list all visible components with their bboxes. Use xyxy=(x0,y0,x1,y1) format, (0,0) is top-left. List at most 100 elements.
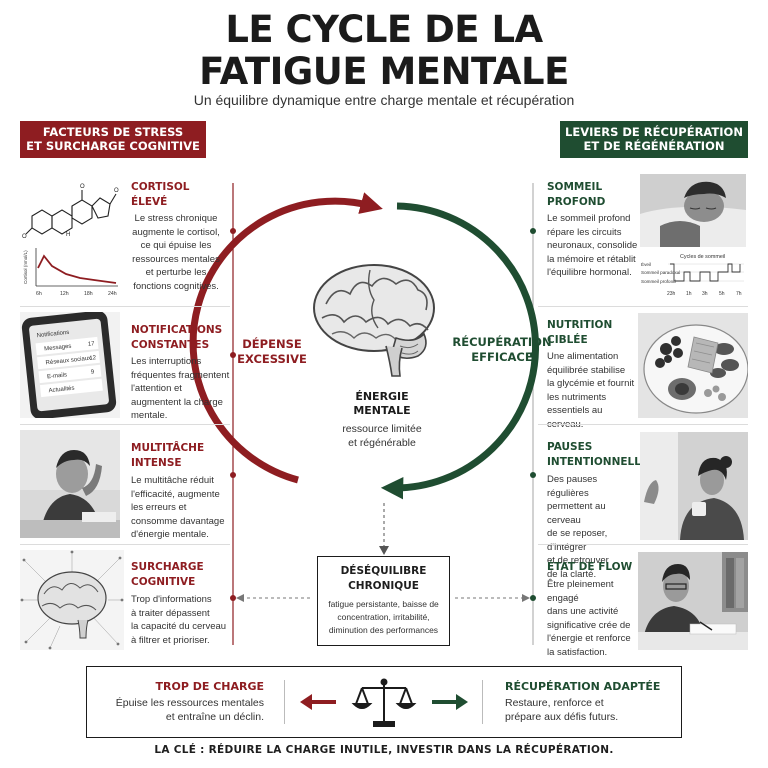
left-item-4-title: SURCHARGE COGNITIVE xyxy=(131,560,231,590)
left-item-4-text-line: à traiter dépassent xyxy=(131,607,210,619)
svg-text:O: O xyxy=(80,184,85,190)
right-header-line-1: LEVIERS DE RÉCUPÉRATION xyxy=(565,125,743,139)
cycle-right-label-line-2: EFFICACE xyxy=(471,350,533,364)
right-item-2-text-line: équilibrée stabilise xyxy=(547,364,626,376)
imbalance-text-line-3: diminution des performances xyxy=(328,625,439,635)
right-item-3-title: PAUSES INTENTIONNELLES xyxy=(547,440,656,470)
right-arrow-icon xyxy=(432,694,468,710)
bottom-left-text-line: Épuise les ressources mentales xyxy=(115,697,264,709)
center-subtitle: ressource limitée et régénérable xyxy=(310,422,454,450)
left-item-3-text-line: Le multitâche réduit xyxy=(131,475,214,486)
imbalance-box xyxy=(317,556,450,646)
left-item-1-text: Le stress chronique augmente le cortisol… xyxy=(124,212,228,293)
cortisol-chart-xtick: 6h xyxy=(36,291,42,297)
right-item-4-text-line: dans une activité xyxy=(547,606,619,617)
left-item-3-text: Le multitâche réduit l'efficacité, augme… xyxy=(131,474,231,542)
imbalance-title: DÉSÉQUILIBRE CHRONIQUE xyxy=(320,564,447,594)
left-item-1-text-line: augmente le cortisol, xyxy=(132,226,220,238)
right-item-3-text-line: Des pauses régulières xyxy=(547,474,598,499)
phone-row: Messages xyxy=(44,344,72,353)
left-arrow-icon xyxy=(300,694,336,710)
left-header-line-2: ET SURCHARGE COGNITIVE xyxy=(26,139,200,153)
footer-key-message: LA CLÉ : RÉDUIRE LA CHARGE INUTILE, INVE… xyxy=(154,744,614,756)
right-item-3-text-line: et de retrouver xyxy=(547,555,609,566)
left-item-4-text-line: la capacité du cerveau xyxy=(131,621,227,632)
left-item-1-text-line: ressources mentales xyxy=(132,253,220,265)
sleep-cycle-chart: Cycles de sommeil Éveil Sommeil paradoxa… xyxy=(640,250,746,300)
right-item-2-title-line-2: CIBLÉE xyxy=(547,334,588,346)
left-item-4-title-line-2: COGNITIVE xyxy=(131,576,196,588)
sleep-chart-title: Cycles de sommeil xyxy=(680,254,725,260)
right-item-1-title-line-1: SOMMEIL xyxy=(547,181,603,193)
right-item-1-text: Le sommeil profond répare les circuits n… xyxy=(547,212,639,280)
right-item-4-text-line: Être pleinement engagé xyxy=(547,579,614,604)
svg-text:H: H xyxy=(66,232,70,238)
left-item-4-text: Trop d'informations à traiter dépassent … xyxy=(131,593,231,647)
imbalance-text: fatigue persistante, baisse de concentra… xyxy=(320,598,447,637)
stressed-man-photo xyxy=(20,430,120,538)
right-item-2-text-line: Une alimentation xyxy=(547,351,619,362)
right-item-4-text-line: l'énergie et renforce xyxy=(547,633,631,644)
right-item-1-text-line: Le sommeil profond xyxy=(547,213,631,224)
phone-header: Notifications xyxy=(37,330,70,339)
left-divider xyxy=(20,544,230,545)
bottom-right-text: Restaure, renforce et prépare aux défis … xyxy=(505,696,675,724)
bottom-left-title: TROP DE CHARGE xyxy=(155,680,265,693)
left-divider xyxy=(20,424,230,425)
right-line-dots xyxy=(530,228,536,601)
left-item-3-text-line: les erreurs et xyxy=(131,502,187,513)
right-item-1-text-line: la mémoire et rétablit xyxy=(547,253,636,265)
left-header-line-1: FACTEURS DE STRESS xyxy=(42,125,184,139)
brain-icon xyxy=(308,256,446,380)
svg-text:O: O xyxy=(114,188,119,194)
bottom-divider-right xyxy=(482,680,483,724)
left-item-3-text-line: consomme davantage xyxy=(131,515,225,527)
right-item-2-text-line: les nutriments xyxy=(547,391,607,403)
phone-row: Actualités xyxy=(48,386,75,395)
left-divider xyxy=(20,306,230,307)
right-item-2-title: NUTRITION CIBLÉE xyxy=(547,318,637,348)
cycle-left-label-line-2: EXCESSIVE xyxy=(237,352,307,366)
imbalance-title-line-2: CHRONIQUE xyxy=(348,580,419,592)
left-item-4-text-line: à filtrer et prioriser. xyxy=(131,634,210,646)
left-item-4-title-line-1: SURCHARGE xyxy=(131,561,204,573)
right-divider xyxy=(538,544,748,545)
man-writing-photo xyxy=(638,552,748,650)
imbalance-title-line-1: DÉSÉQUILIBRE xyxy=(340,565,427,577)
right-item-1-title: SOMMEIL PROFOND xyxy=(547,180,637,210)
right-item-4-title-line-1: ÉTAT DE FLOW xyxy=(547,561,633,573)
left-item-3-title-line-2: INTENSE xyxy=(131,457,182,469)
right-item-4-text-line: significative crée de xyxy=(547,619,631,631)
bottom-right-text-line: prépare aux défis futurs. xyxy=(505,711,619,723)
left-item-2-text-line: fréquentes fragmentent xyxy=(131,369,230,381)
sleep-chart-xtick: 1h xyxy=(686,291,692,297)
cortisol-chart-xtick: 24h xyxy=(108,291,117,297)
right-item-1-text-line: neuronaux, consolide xyxy=(547,240,638,251)
smartphone-notifications: Notifications Messages 17 Réseaux sociau… xyxy=(20,312,120,418)
sleep-chart-xtick: 5h xyxy=(719,291,725,297)
right-item-3-title-line-2: INTENTIONNELLES xyxy=(547,456,656,468)
right-divider xyxy=(538,306,748,307)
right-item-2-title-line-1: NUTRITION xyxy=(547,319,613,331)
woman-resting-photo xyxy=(640,432,748,540)
left-item-1-title-line-1: CORTISOL xyxy=(131,181,190,193)
bottom-left-text: Épuise les ressources mentales et entraî… xyxy=(96,696,264,724)
right-item-2-text-line: la glycémie et fournit xyxy=(547,378,635,389)
imbalance-text-line-1: fatigue persistante, baisse de xyxy=(328,599,439,609)
page-title-line-1: LE CYCLE DE LA xyxy=(225,8,543,51)
cortisol-chart-xtick: 12h xyxy=(60,291,69,297)
page-title-line-2: FATIGUE MENTALE xyxy=(199,50,569,93)
left-item-1-text-line: et perturbe les xyxy=(145,267,207,278)
right-item-2-text: Une alimentation équilibrée stabilise la… xyxy=(547,350,639,431)
sleep-chart-row: Sommeil paradoxal xyxy=(641,270,680,275)
cortisol-chart-ylabel: Cortisol (nmol/L) xyxy=(23,250,28,284)
bottom-right-title: RÉCUPÉRATION ADAPTÉE xyxy=(505,680,661,693)
cycle-right-label-line-1: RÉCUPÉRATION xyxy=(452,335,552,349)
cycle-right-label: RÉCUPÉRATION EFFICACE xyxy=(446,335,558,365)
bottom-balance-graphic xyxy=(298,676,470,730)
right-item-3-title-line-1: PAUSES xyxy=(547,441,593,453)
left-item-1-title: CORTISOL ÉLEVÉ xyxy=(131,180,227,210)
page-subtitle: Un équilibre dynamique entre charge ment… xyxy=(193,92,575,108)
bottom-left-text-line: et entraîne un déclin. xyxy=(165,711,264,723)
